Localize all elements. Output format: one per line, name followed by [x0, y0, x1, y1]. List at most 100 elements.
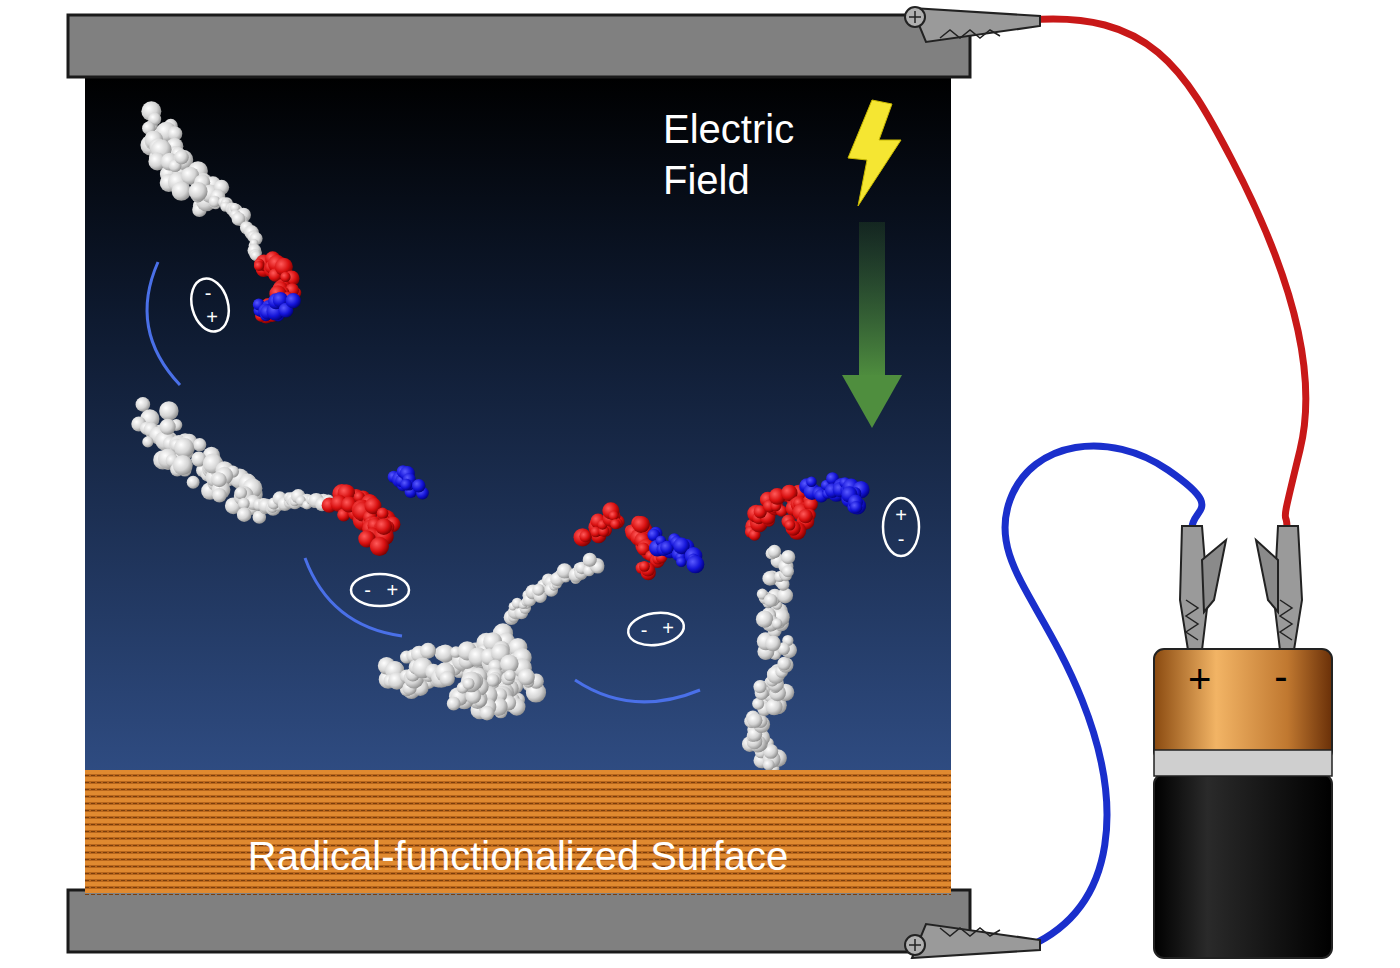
ellipse-outline: [883, 498, 919, 556]
charge-sign: +: [387, 580, 399, 600]
atom: [772, 618, 783, 629]
atom-row: [85, 784, 951, 788]
atom-row: [85, 831, 951, 832]
atom: [280, 272, 290, 282]
terminal-sign: -: [1274, 656, 1287, 696]
atom: [189, 182, 208, 201]
atom-row: [85, 880, 951, 881]
atom: [764, 594, 777, 607]
atom-row: [85, 775, 951, 776]
atom-row: [85, 824, 951, 825]
surface-label: Radical-functionalized Surface: [248, 836, 788, 876]
charge-sign: +: [662, 618, 674, 638]
atom: [370, 537, 389, 556]
charge-sign: +: [206, 307, 218, 327]
atom: [583, 553, 597, 567]
battery-shape: [1153, 648, 1333, 960]
atom: [518, 669, 535, 686]
dipole-ellipse-shape: [626, 611, 686, 647]
atom: [159, 401, 178, 420]
trajectory-arc: [575, 680, 700, 702]
atom-row: [85, 782, 951, 783]
atom: [765, 636, 781, 652]
charge-sign: -: [641, 620, 648, 640]
atom: [440, 671, 455, 686]
dipole-ellipse: -+: [190, 276, 230, 334]
battery: +-: [1153, 648, 1333, 960]
atom: [160, 419, 176, 435]
atom-row: [85, 887, 951, 888]
atom-row: [85, 803, 951, 804]
surface-band: Radical-functionalized Surface: [85, 770, 951, 890]
atom: [212, 473, 227, 488]
atom: [400, 479, 412, 491]
atom: [254, 261, 264, 271]
charge-sign: +: [895, 505, 907, 525]
atom-row: [85, 777, 951, 781]
alligator-clip: [905, 924, 1040, 958]
atom: [412, 479, 425, 492]
terminal-sign: +: [1188, 659, 1211, 699]
alligator-clip: [1256, 526, 1302, 650]
alligator-clip: [905, 7, 1040, 42]
atom: [447, 697, 461, 711]
atom: [187, 476, 200, 489]
atom: [237, 507, 252, 522]
chamber: [85, 76, 951, 776]
atom: [579, 530, 591, 542]
ellipse-outline: [186, 274, 235, 335]
ellipse-outline: [626, 609, 686, 648]
dipole-ellipse: -+: [349, 572, 411, 608]
lightning-bolt: [848, 100, 901, 206]
atom: [806, 476, 817, 487]
atom: [782, 565, 794, 577]
atom: [777, 657, 791, 671]
atom-row: [85, 805, 951, 809]
atom: [174, 150, 188, 164]
atom: [784, 520, 795, 531]
atom: [768, 545, 781, 558]
atom: [766, 698, 783, 715]
atom: [747, 713, 762, 728]
atom-row: [85, 770, 951, 774]
atom: [763, 759, 775, 771]
atom: [172, 181, 191, 200]
atom-row: [85, 894, 951, 895]
bottom-electrode: [68, 890, 970, 952]
alligator-clip: [1180, 526, 1226, 650]
atom: [610, 519, 620, 529]
atom: [142, 436, 153, 447]
atom: [420, 643, 436, 659]
dipole-ellipse-shape: [349, 572, 411, 608]
atom: [850, 501, 862, 513]
ellipse-outline: [351, 574, 409, 606]
charge-sign: -: [364, 580, 371, 600]
atom: [798, 509, 812, 523]
atom-row: [85, 796, 951, 797]
atom: [633, 516, 650, 533]
atom: [234, 487, 247, 500]
trajectory-arc: [147, 262, 180, 385]
battery-cap: [1154, 649, 1332, 761]
atom-row: [85, 817, 951, 818]
atom: [463, 678, 475, 690]
atom-row: [85, 810, 951, 811]
atom: [375, 518, 392, 535]
battery-band: [1154, 750, 1332, 776]
atom: [609, 511, 619, 521]
atom: [504, 670, 515, 681]
atom: [532, 584, 544, 596]
atom: [756, 611, 773, 628]
atom-row: [85, 889, 951, 893]
atom: [781, 550, 795, 564]
atom-row: [85, 826, 951, 830]
atom: [377, 508, 389, 520]
atom-row: [85, 791, 951, 795]
top-electrode: [68, 15, 970, 77]
field-arrow: [859, 222, 885, 377]
atom: [286, 293, 301, 308]
atom: [573, 528, 591, 546]
atom: [174, 438, 194, 458]
atom-row: [85, 798, 951, 802]
battery-body: [1154, 774, 1332, 958]
